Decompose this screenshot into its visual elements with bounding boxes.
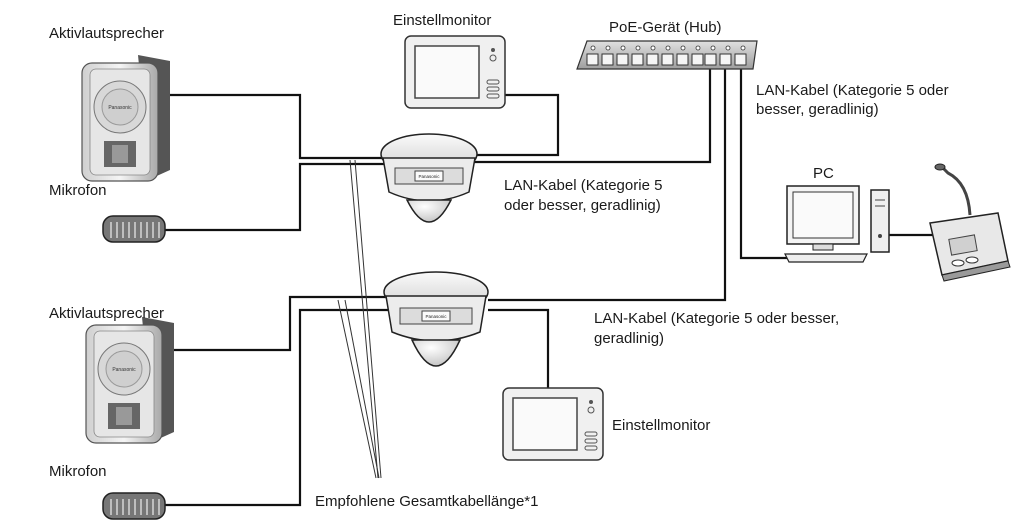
setup-monitor-top [405,36,505,108]
label-lan-hub-line2: besser, geradlinig) [756,101,879,118]
pc [785,186,889,262]
cable-cam1-hub [470,67,710,162]
label-lan-cam1-line1: LAN-Kabel (Kategorie 5 [504,177,662,194]
label-lan-cam2-line1: LAN-Kabel (Kategorie 5 oder besser, [594,310,839,327]
label-hub: PoE-Gerät (Hub) [609,19,722,36]
speaker-top: Panasonic [82,55,170,181]
speaker-bottom: Panasonic [86,317,174,443]
speaker-brand-label-bottom: Panasonic [112,367,136,373]
label-setup-monitor-top: Einstellmonitor [393,12,491,29]
label-lan-hub-line1: LAN-Kabel (Kategorie 5 oder [756,82,949,99]
label-speaker-top: Aktivlautsprecher [49,25,164,42]
microphone-console [930,164,1010,281]
microphone-top [103,216,165,242]
label-microphone-bottom: Mikrofon [49,463,107,480]
cable-mic-top [165,164,385,230]
label-lan-cam1-line2: oder besser, geradlinig) [504,197,661,214]
label-cable-length-note: Empfohlene Gesamtkabellänge*1 [315,493,538,510]
setup-monitor-bottom [503,388,603,460]
label-speaker-bottom: Aktivlautsprecher [49,305,164,322]
label-setup-monitor-bottom: Einstellmonitor [612,417,710,434]
microphone-bottom [103,493,165,519]
dome-camera-bottom: Panasonic [384,272,488,366]
speaker-brand-label: Panasonic [108,105,132,111]
camera-brand-label-top: Panasonic [418,174,440,179]
cable-speaker-top [170,95,385,158]
label-pc: PC [813,165,834,182]
length-indicator-lines [338,160,381,478]
label-lan-cam2-line2: geradlinig) [594,330,664,347]
cable-mic-bottom [165,310,388,505]
camera-brand-label-bottom: Panasonic [425,314,447,319]
cable-speaker-bottom [170,297,388,350]
dome-camera-top: Panasonic [381,134,477,222]
poe-hub [577,41,757,69]
cable-cam2-monitor [488,310,548,390]
label-microphone-top: Mikrofon [49,182,107,199]
